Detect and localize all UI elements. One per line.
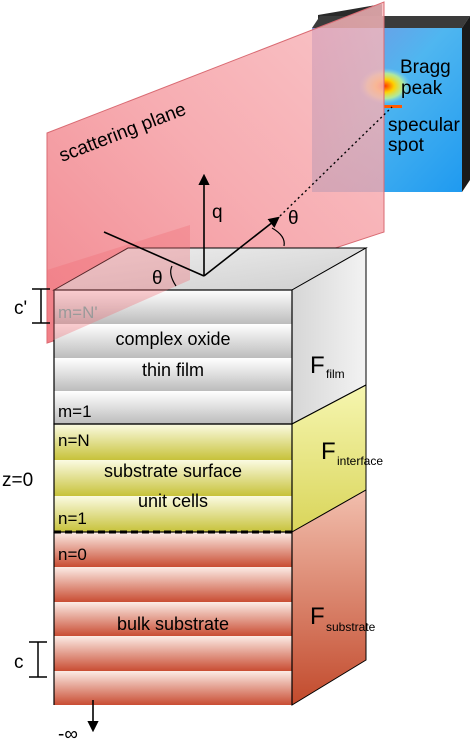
F-film-subscript: film	[326, 367, 345, 381]
q-label: q	[212, 202, 223, 223]
incident-beam	[103, 231, 205, 277]
interface-cell	[54, 496, 292, 532]
theta-in-arc	[170, 265, 177, 287]
F-interface-subscript: interface	[337, 454, 383, 468]
interface-top-index: n=N	[58, 431, 90, 450]
F-substrate-subscript: substrate	[326, 620, 376, 634]
film-name-1: complex oxide	[115, 329, 230, 349]
substrate-cell	[54, 671, 292, 705]
substrate-cell	[54, 636, 292, 671]
diffracted-beam-arrow	[203, 216, 280, 277]
interface-name-1: substrate surface	[104, 461, 242, 481]
film-cell	[54, 391, 292, 424]
F-interface-label: F	[321, 438, 336, 465]
substrate-cell	[54, 567, 292, 602]
interface-bottom-index: n=1	[58, 509, 87, 528]
interface-cell	[54, 460, 292, 496]
interface-layers	[54, 424, 292, 532]
theta-in-label: θ	[152, 268, 163, 289]
c-prime-bracket	[32, 288, 50, 324]
film-cell	[54, 324, 292, 358]
F-film-label: F	[310, 352, 325, 379]
specular-label-1: specular	[388, 115, 460, 136]
substrate-name: bulk substrate	[117, 614, 229, 634]
c-prime-label: c'	[14, 298, 27, 319]
z0-label: z=0	[2, 470, 33, 491]
bragg-label-1: Bragg	[400, 57, 451, 78]
film-layers	[54, 290, 292, 424]
interface-cell	[54, 424, 292, 460]
F-substrate-label: F	[310, 603, 325, 630]
substrate-top-index: n=0	[58, 545, 87, 564]
bragg-label-2: peak	[401, 78, 443, 99]
film-top-index: m=N'	[58, 303, 98, 322]
film-bottom-index: m=1	[58, 402, 92, 421]
c-bracket	[29, 641, 47, 678]
c-label: c	[14, 652, 24, 673]
film-name-2: thin film	[142, 360, 204, 380]
specular-label-2: spot	[388, 135, 425, 156]
substrate-cell	[54, 532, 292, 567]
theta-out-arc	[271, 227, 285, 247]
interface-name-2: unit cells	[138, 491, 208, 511]
specular-spot-mark	[384, 105, 402, 108]
scattering-vectors	[103, 106, 393, 287]
substrate-cell	[54, 602, 292, 636]
interface-outline	[53, 423, 293, 533]
detector-edge	[462, 16, 470, 192]
substrate-layers	[54, 532, 292, 705]
depth-label: -∞	[58, 724, 78, 742]
film-cell	[54, 358, 292, 391]
beam-to-detector	[279, 106, 393, 217]
theta-out-label: θ	[288, 208, 299, 229]
film-cell	[54, 290, 292, 324]
